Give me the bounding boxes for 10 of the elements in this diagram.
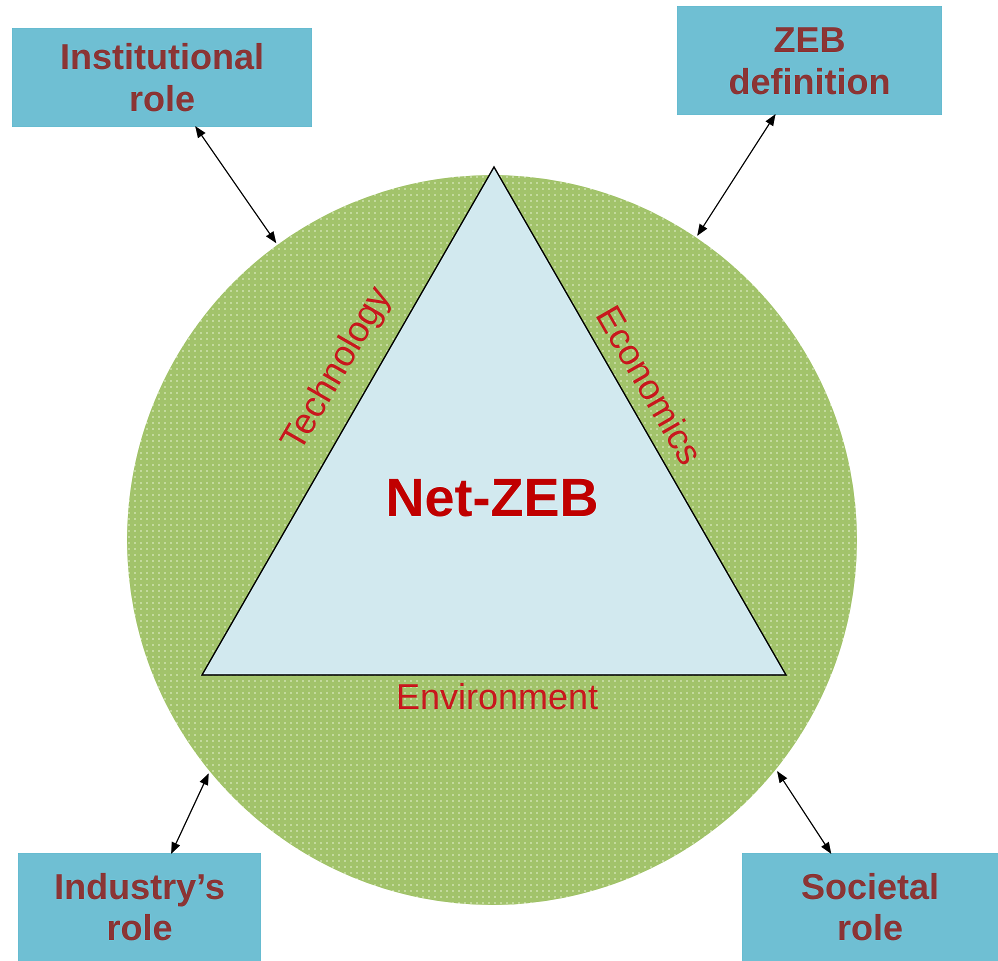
label-box: Industry’s role [18, 853, 261, 961]
side-label: Environment [396, 676, 598, 718]
double-arrow [170, 773, 209, 854]
label-box: ZEB definition [677, 6, 942, 115]
center-label: Net-ZEB [384, 467, 600, 529]
double-arrow [195, 126, 276, 244]
label-box: Societal role [742, 853, 998, 961]
double-arrow [777, 770, 832, 854]
label-box: Institutional role [12, 28, 312, 127]
double-arrow [697, 114, 776, 236]
